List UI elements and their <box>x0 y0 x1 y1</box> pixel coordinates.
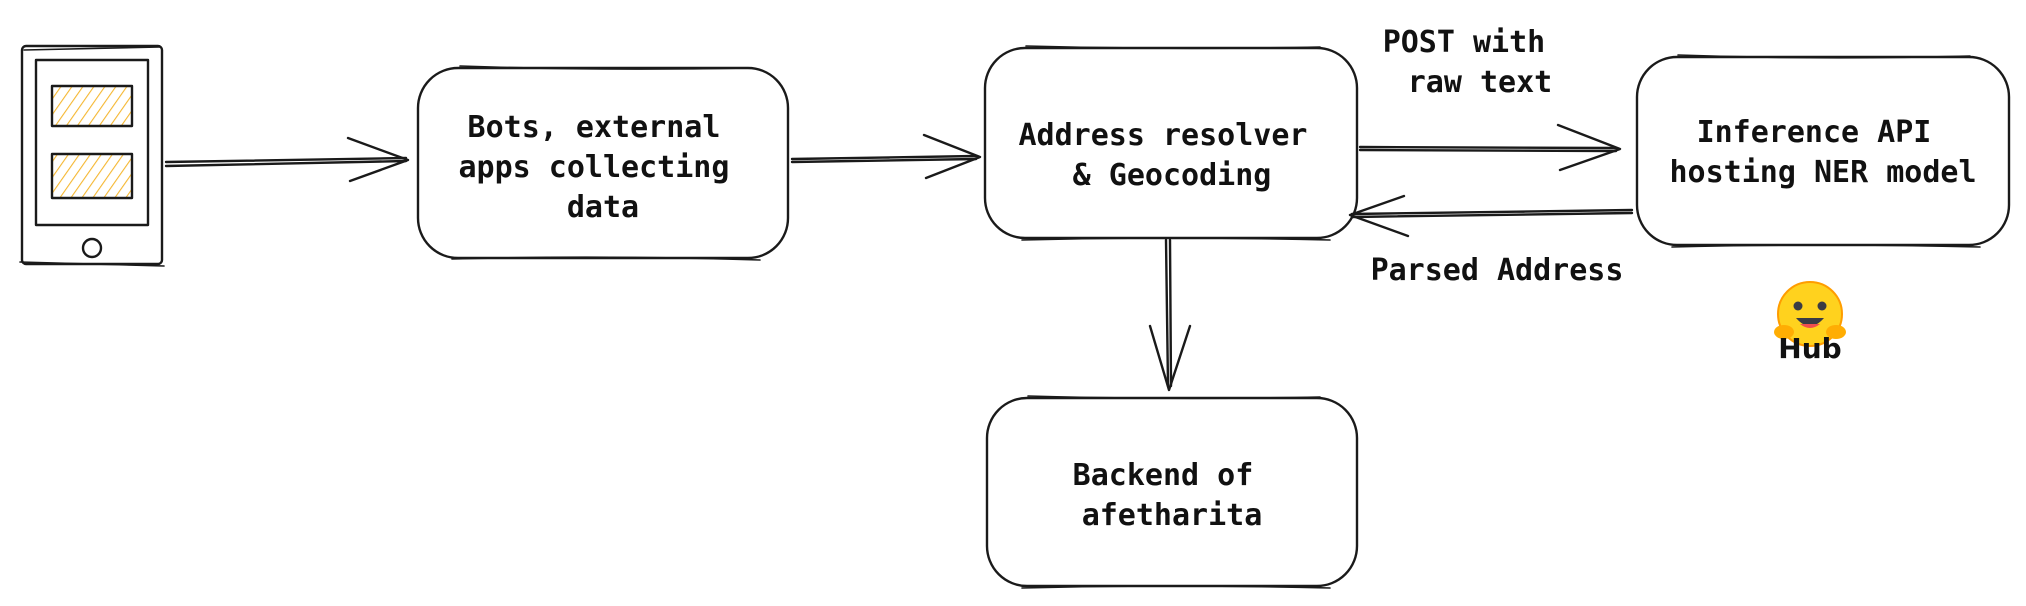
edge-resolver-to-backend <box>1148 238 1192 392</box>
node-resolver-line-2: & Geocoding <box>1073 158 1272 193</box>
edge-label-post-line-1: POST with <box>1383 25 1546 60</box>
node-backend: Backend of afetharita <box>985 395 1359 589</box>
hub-label: Hub <box>1778 332 1841 365</box>
node-resolver: Address resolver & Geocoding <box>983 45 1359 241</box>
node-collectors-line-3: data <box>567 190 639 225</box>
edge-label-post: POST with raw text <box>1383 25 1564 100</box>
node-inference-line-2: hosting NER model <box>1669 155 1976 190</box>
node-inference: Inference API hosting NER model <box>1635 54 2011 248</box>
node-collectors: Bots, external apps collecting data <box>416 65 790 261</box>
node-collectors-line-1: Bots, external <box>468 110 721 145</box>
edge-label-parsed: Parsed Address <box>1371 253 1624 288</box>
node-backend-line-1: Backend of <box>1073 458 1254 493</box>
edge-collectors-to-resolver <box>790 133 982 180</box>
node-resolver-line-1: Address resolver <box>1018 118 1307 153</box>
edge-label-parsed-line-1: Parsed Address <box>1371 253 1624 288</box>
node-collectors-line-2: apps collecting <box>459 150 730 185</box>
svg-text:Inference API hosting NE: Inference API hosting NER model <box>1669 115 1976 190</box>
edge-label-post-line-2: raw text <box>1408 65 1553 100</box>
hugging-face-icon <box>1774 281 1846 347</box>
node-inference-line-1: Inference API <box>1697 115 1932 150</box>
svg-text:Backend of afetharita: Backend of afetharita <box>1073 458 1272 533</box>
svg-text:Bots, external apps coll: Bots, external apps collecting data <box>459 110 748 225</box>
edge-resolver-to-inference <box>1358 123 1622 172</box>
edge-inference-to-resolver <box>1348 194 1634 238</box>
svg-text:Address resolver & Geoco: Address resolver & Geocoding <box>1018 118 1325 193</box>
node-backend-line-2: afetharita <box>1082 498 1263 533</box>
phone-icon <box>19 44 165 267</box>
edge-device-to-collectors <box>164 136 410 183</box>
